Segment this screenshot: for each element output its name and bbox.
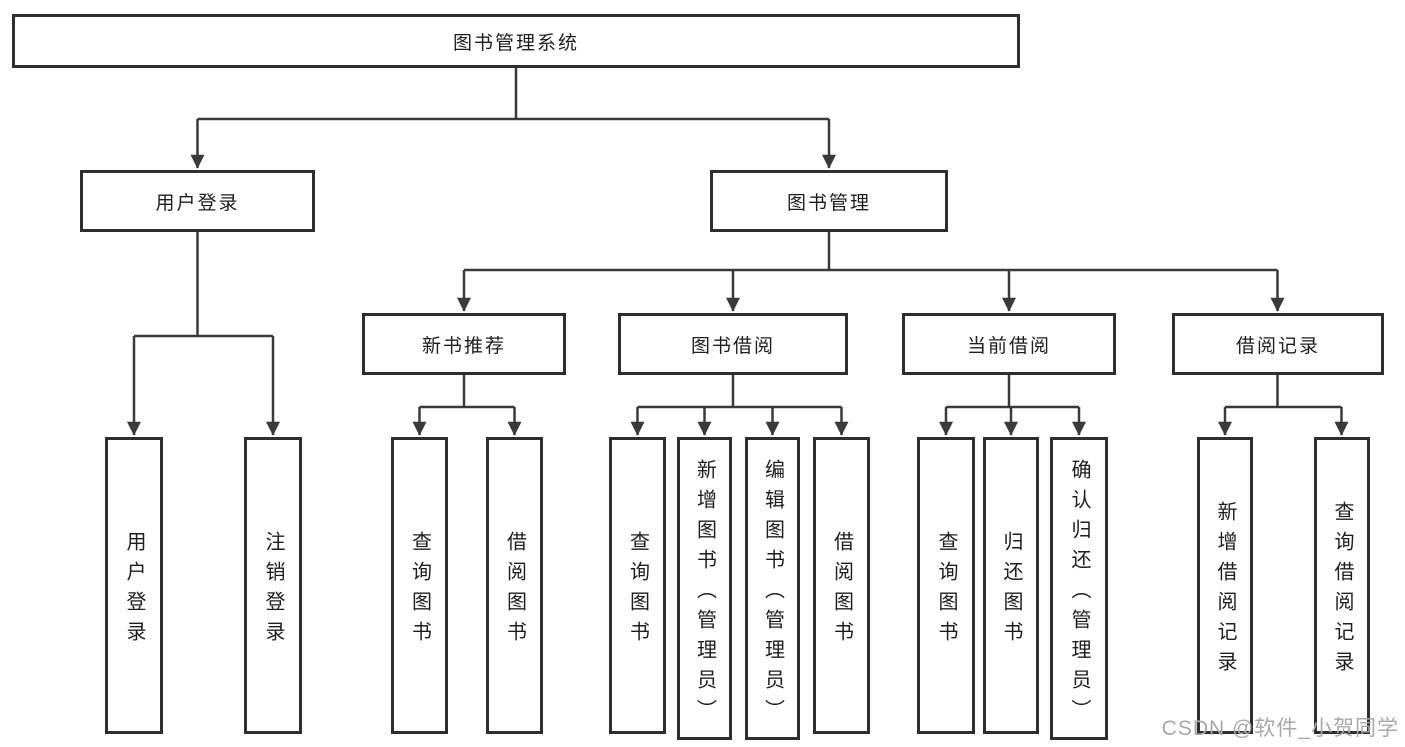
node-label: 图书管理系统 (452, 32, 579, 54)
node-book-management: 图书管理 (710, 170, 948, 232)
leaf-return-book: 归还图书 (983, 437, 1039, 734)
node-label: 查询图书 (626, 530, 649, 651)
node-label: 查询借阅记录 (1331, 500, 1353, 681)
connector-current-borrowing-to-leaves (939, 375, 1086, 436)
node-label: 归还图书 (1000, 530, 1022, 651)
node-label: 新书推荐 (421, 335, 506, 357)
leaf-add-book-admin: 新增图书（管理员） (677, 437, 732, 740)
leaf-edit-book-admin: 编辑图书（管理员） (745, 437, 800, 740)
node-label: 当前借阅 (966, 335, 1051, 357)
node-root: 图书管理系统 (12, 14, 1020, 68)
leaf-borrow-books-1: 借阅图书 (486, 437, 543, 734)
node-label: 借阅图书 (830, 530, 853, 651)
connector-borrowing-records-to-leaves (1218, 375, 1349, 436)
node-label: 用户登录 (123, 530, 145, 651)
leaf-logout: 注销登录 (244, 437, 302, 734)
leaf-query-books-1: 查询图书 (391, 437, 448, 734)
connector-user-login-to-leaves (127, 232, 280, 436)
node-current-borrowing: 当前借阅 (902, 313, 1116, 375)
node-label: 借阅记录 (1235, 335, 1320, 357)
leaf-confirm-return-admin: 确认归还（管理员） (1050, 437, 1108, 740)
leaf-borrow-books-2: 借阅图书 (813, 437, 870, 734)
node-label: 新增借阅记录 (1214, 500, 1236, 681)
node-label: 图书借阅 (690, 335, 775, 357)
node-label: 注销登录 (262, 530, 284, 651)
node-label: 查询图书 (935, 530, 957, 651)
leaf-query-books-2: 查询图书 (609, 437, 666, 734)
connector-root-to-level2 (190, 68, 836, 169)
node-user-login: 用户登录 (80, 170, 315, 232)
node-label: 借阅图书 (503, 530, 526, 651)
connector-book-management-to-level3 (457, 232, 1285, 312)
node-label: 查询图书 (408, 530, 431, 651)
node-new-book-recommendation: 新书推荐 (362, 313, 566, 375)
node-label: 用户登录 (155, 192, 240, 214)
connector-new-book-to-leaves (412, 375, 522, 436)
node-label: 图书管理 (786, 192, 871, 214)
node-borrowing-records: 借阅记录 (1172, 313, 1384, 375)
node-book-borrowing: 图书借阅 (618, 313, 848, 375)
watermark-text: CSDN @软件_小贺同学 (1161, 717, 1399, 740)
leaf-add-borrow-record: 新增借阅记录 (1197, 437, 1253, 734)
leaf-user-login: 用户登录 (105, 437, 163, 734)
node-label: 编辑图书（管理员） (761, 458, 784, 729)
leaf-query-books-3: 查询图书 (917, 437, 975, 734)
node-label: 确认归还（管理员） (1068, 458, 1090, 729)
leaf-query-borrow-record: 查询借阅记录 (1314, 437, 1370, 734)
node-label: 新增图书（管理员） (693, 458, 716, 729)
connector-book-borrowing-to-leaves (630, 375, 849, 436)
